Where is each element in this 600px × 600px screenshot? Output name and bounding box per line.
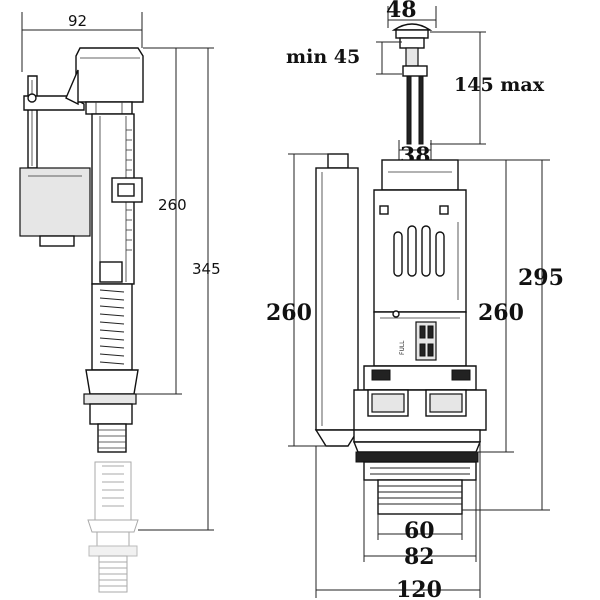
width-92-label: 92 xyxy=(68,12,87,30)
max-145-label: 145 max xyxy=(454,74,545,96)
min-45-label: min 45 xyxy=(286,46,360,68)
adjust-spring xyxy=(99,289,125,365)
fill-valve: 92 260 345 xyxy=(19,12,221,593)
height-260-label: 260 xyxy=(158,196,187,214)
button-48-label: 48 xyxy=(386,0,417,23)
full-marking: FULL xyxy=(399,340,406,355)
thread-60-label: 60 xyxy=(404,518,435,544)
base-120-label: 120 xyxy=(396,577,442,600)
right-260-label: 260 xyxy=(478,300,524,326)
thread-82-label: 82 xyxy=(404,544,435,570)
total-295-label: 295 xyxy=(518,265,564,291)
push-button: 48 min 45 145 max 38 xyxy=(286,0,545,169)
flush-valve: FULL 260 xyxy=(266,153,564,600)
thread-lines xyxy=(370,467,470,475)
left-260-label: 260 xyxy=(266,300,312,326)
fill-valve-extended-ghost xyxy=(87,461,139,593)
flush-valve-dimensions: 260 260 295 60 82 120 xyxy=(266,153,564,600)
height-345-label: 345 xyxy=(192,260,221,278)
fill-valve-dimensions: 92 260 345 xyxy=(21,12,221,531)
cage-slots xyxy=(393,225,445,277)
